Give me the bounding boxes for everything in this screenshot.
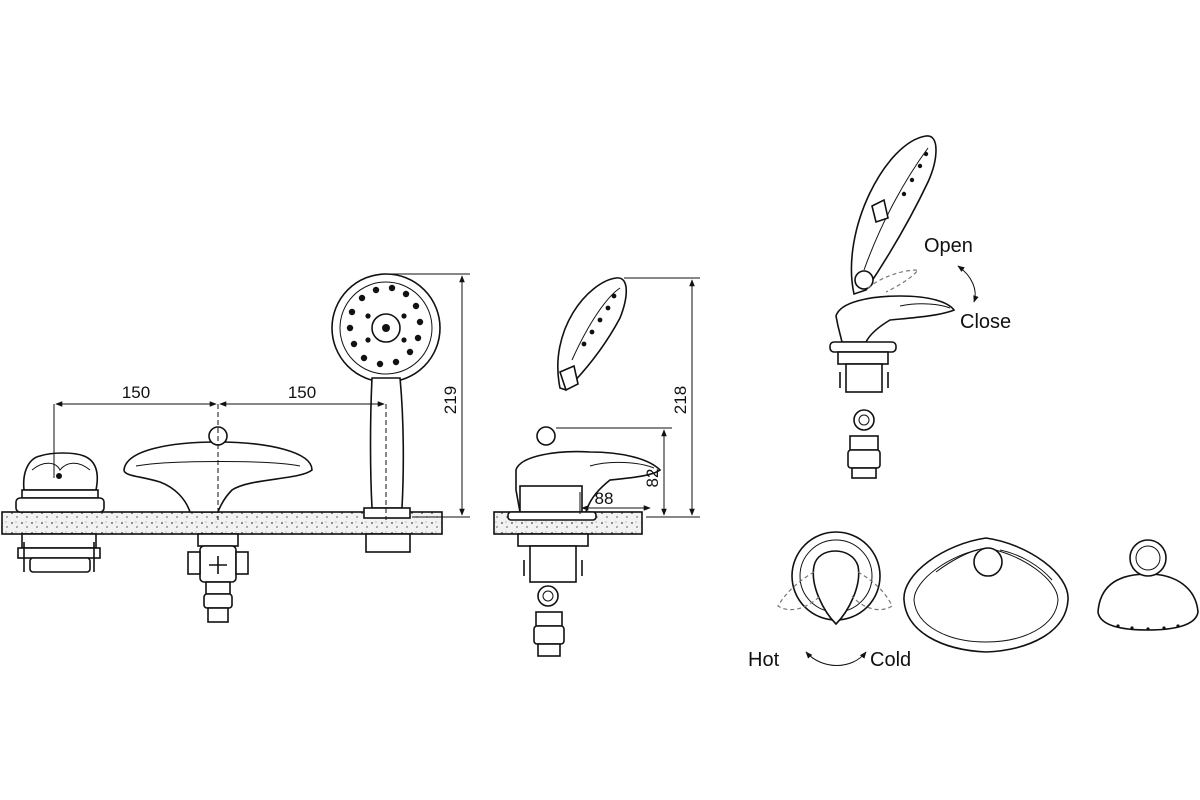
hot-label: Hot [748,649,780,671]
spout-top-view [903,537,1069,653]
top-nozzles [1116,624,1180,631]
front-view: 150 150 219 [1,273,470,623]
mixer-underside-side [517,533,589,657]
lever-top-view: Hot Cold [748,531,911,671]
height-front-label: 219 [441,386,460,414]
height-side-label: 218 [671,386,690,414]
hand-shower-front [331,273,441,553]
side-view: 218 82 88 [493,277,700,657]
spout-height-label: 82 [643,469,662,488]
hand-shower-side [557,277,628,392]
spray-nozzles [346,284,424,368]
spacing-right-label: 150 [288,383,316,402]
spout-reach-label: 88 [595,489,614,508]
center-diverter-valve [187,533,249,623]
side-nozzles [581,293,617,347]
detail-nozzles [901,151,929,197]
top-views: Hot Cold [748,531,1199,671]
side-dimensions: 218 82 88 [556,277,700,518]
left-valve-knob [15,452,105,513]
spacing-left-label: 150 [122,383,150,402]
cold-label: Cold [870,649,911,671]
close-label: Close [960,311,1011,333]
shower-head-top-view [1097,539,1199,631]
mixer-body-side [507,426,662,521]
front-dimensions: 150 150 219 [53,273,470,520]
left-valve-underside [17,533,101,573]
open-close-detail: Open Close [829,135,1011,479]
open-label: Open [924,235,973,257]
